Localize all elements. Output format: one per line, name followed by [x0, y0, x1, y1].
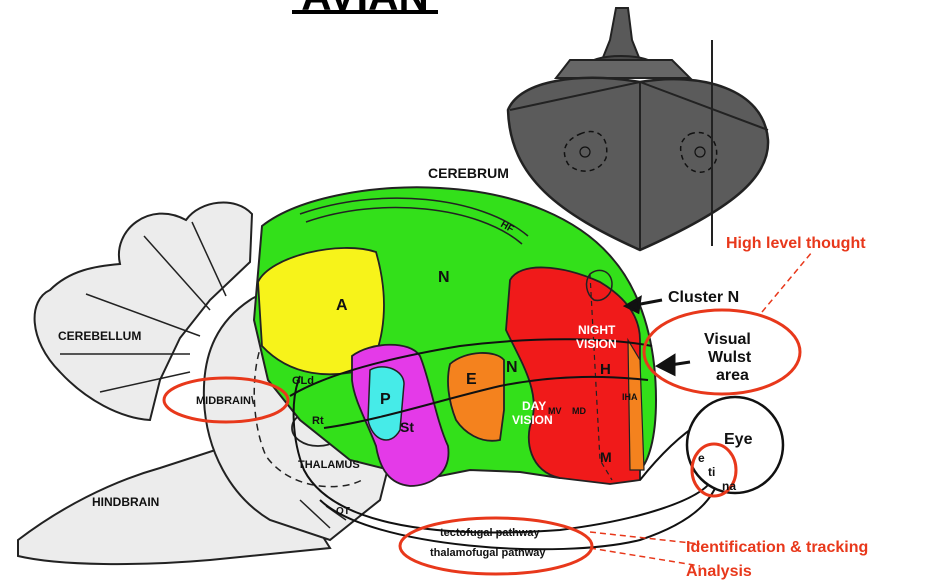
- label-midbrain: MIDBRAIN\: [196, 395, 254, 407]
- label-vision-day: VISION: [512, 413, 553, 427]
- annotation-high-level: High level thought: [726, 235, 866, 252]
- annotation-identification: Identification & tracking: [686, 539, 868, 556]
- label-tectofugal: tectofugal pathway: [440, 527, 541, 539]
- label-cerebrum: CEREBRUM: [428, 165, 509, 181]
- label-a: A: [336, 297, 348, 314]
- label-md: MD: [572, 406, 586, 416]
- label-st: St: [400, 419, 414, 435]
- annotation-analysis: Analysis: [686, 563, 752, 580]
- label-area: area: [716, 367, 749, 384]
- label-vision-night: VISION: [576, 337, 617, 351]
- label-p: P: [380, 391, 391, 408]
- label-n-mid: N: [506, 359, 518, 376]
- label-n-top: N: [438, 269, 450, 286]
- label-day: DAY: [522, 399, 546, 413]
- label-visual: Visual: [704, 331, 751, 348]
- label-thalamofugal: thalamofugal pathway: [430, 547, 546, 559]
- label-iha: IHA: [622, 392, 638, 402]
- page-title: AVIAN: [301, 0, 429, 19]
- label-h: H: [600, 361, 611, 378]
- label-gld: GLd: [292, 375, 314, 387]
- label-cerebellum: CEREBELLUM: [58, 329, 141, 343]
- label-thalamus: THALAMUS: [298, 459, 360, 471]
- label-mv: MV: [548, 406, 562, 416]
- label-e: E: [466, 371, 477, 388]
- label-retina-2: ti: [708, 465, 715, 479]
- label-eye: Eye: [724, 431, 753, 448]
- label-cluster-n: Cluster N: [668, 289, 739, 306]
- label-retina-3: na: [722, 479, 736, 493]
- label-wulst: Wulst: [708, 349, 752, 366]
- label-ot: OT: [336, 506, 350, 517]
- label-rt: Rt: [312, 415, 324, 427]
- label-hindbrain: HINDBRAIN: [92, 495, 159, 509]
- label-m: M: [600, 449, 612, 465]
- label-night: NIGHT: [578, 323, 616, 337]
- label-retina-1: e: [698, 451, 705, 465]
